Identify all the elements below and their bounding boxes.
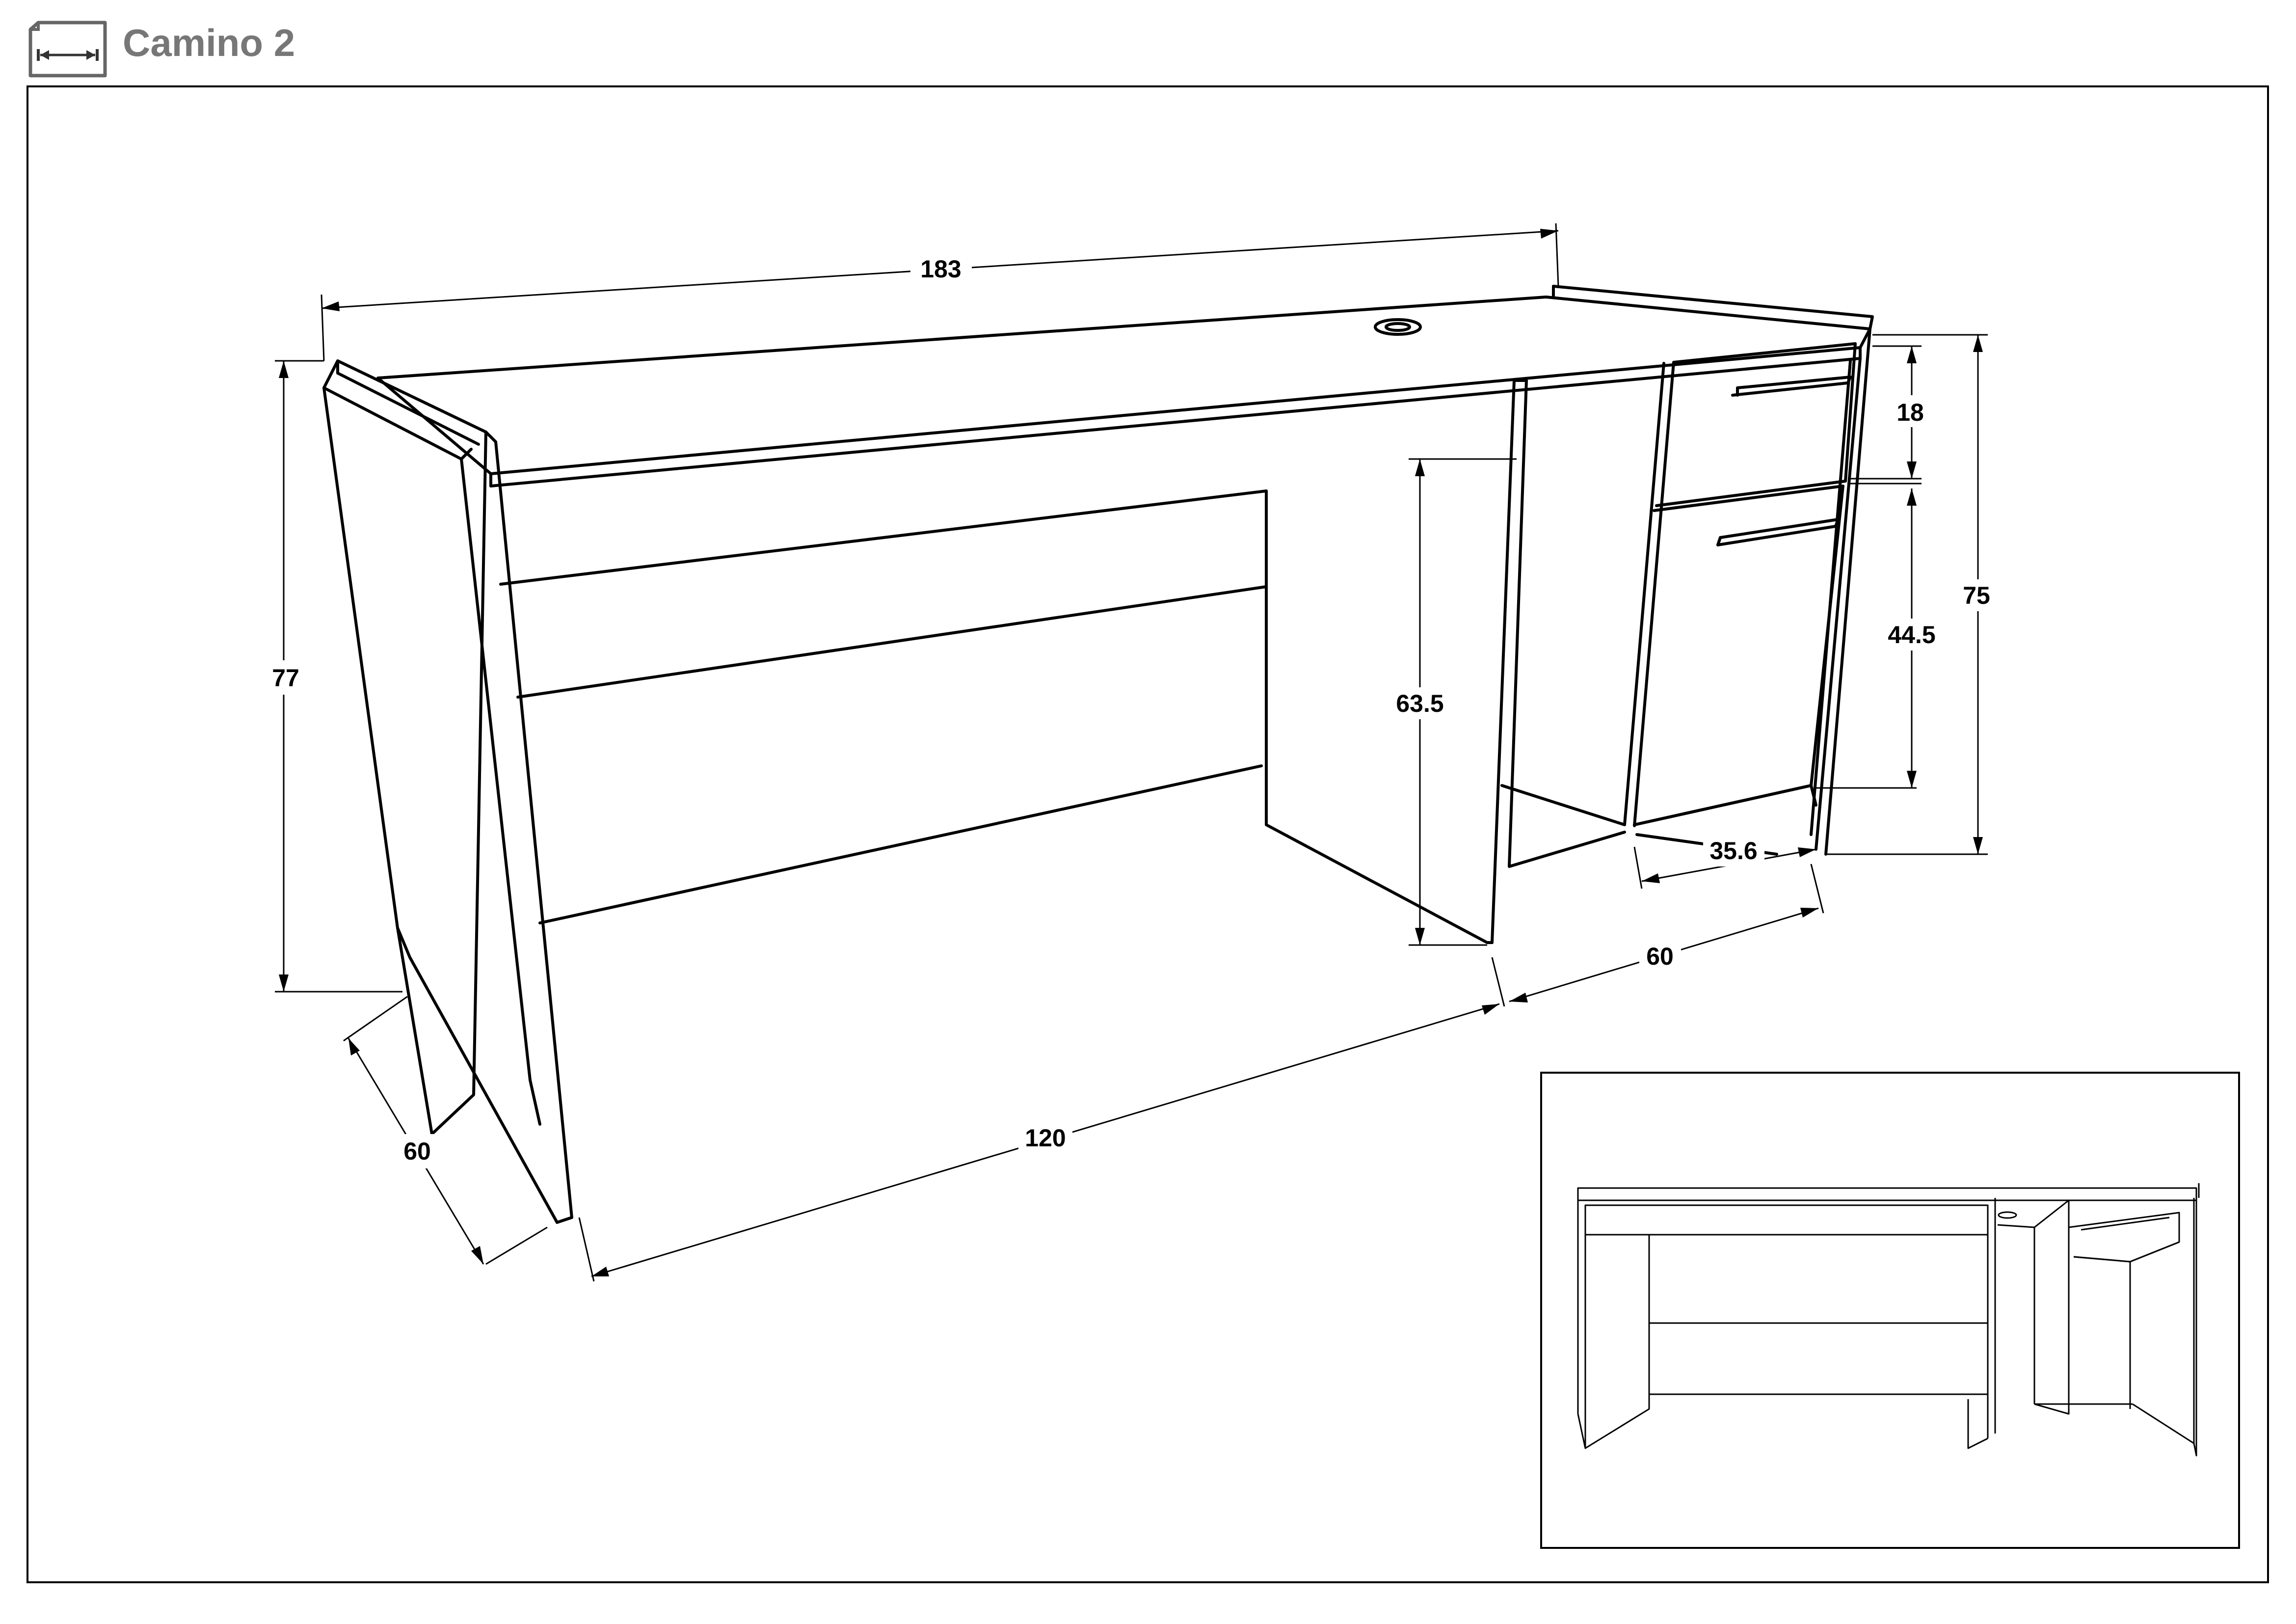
center-panel (1265, 489, 1489, 944)
drawing-frame (27, 85, 2269, 1583)
page-title: Camino 2 (123, 21, 295, 64)
dim-door-height: 44.5 (1888, 621, 1935, 649)
dim-left-depth: 60 (403, 1137, 431, 1165)
dim-inner-height: 63.5 (1396, 690, 1443, 717)
desk-top (376, 296, 1871, 475)
header: Camino 2 (0, 0, 2296, 83)
width-dimension-icon (28, 21, 107, 78)
label-masks (267, 253, 1998, 1168)
dim-cabinet-height: 75 (1963, 582, 1990, 609)
desk-drawing (322, 285, 1874, 1224)
right-cabinet (1623, 362, 1665, 826)
inset-open-view (1540, 1072, 2240, 1549)
cable-grommet (1374, 318, 1422, 336)
dim-front-width: 120 (1025, 1124, 1066, 1152)
dim-right-depth: 60 (1646, 943, 1674, 970)
dim-overall-width: 183 (920, 255, 961, 283)
dim-left-height: 77 (272, 664, 299, 692)
dimension-arrows (279, 229, 1983, 1276)
inset-frame (1540, 1072, 2240, 1549)
door-handle (1716, 518, 1840, 546)
drawer-front (1655, 342, 1857, 507)
dim-drawer-height: 18 (1896, 399, 1924, 426)
modesty-panel (499, 489, 1268, 586)
left-side-panel (322, 359, 487, 1136)
cabinet-door (1633, 485, 1844, 826)
dim-cabinet-width: 35.6 (1709, 837, 1757, 865)
drawer-handle (1731, 376, 1852, 397)
